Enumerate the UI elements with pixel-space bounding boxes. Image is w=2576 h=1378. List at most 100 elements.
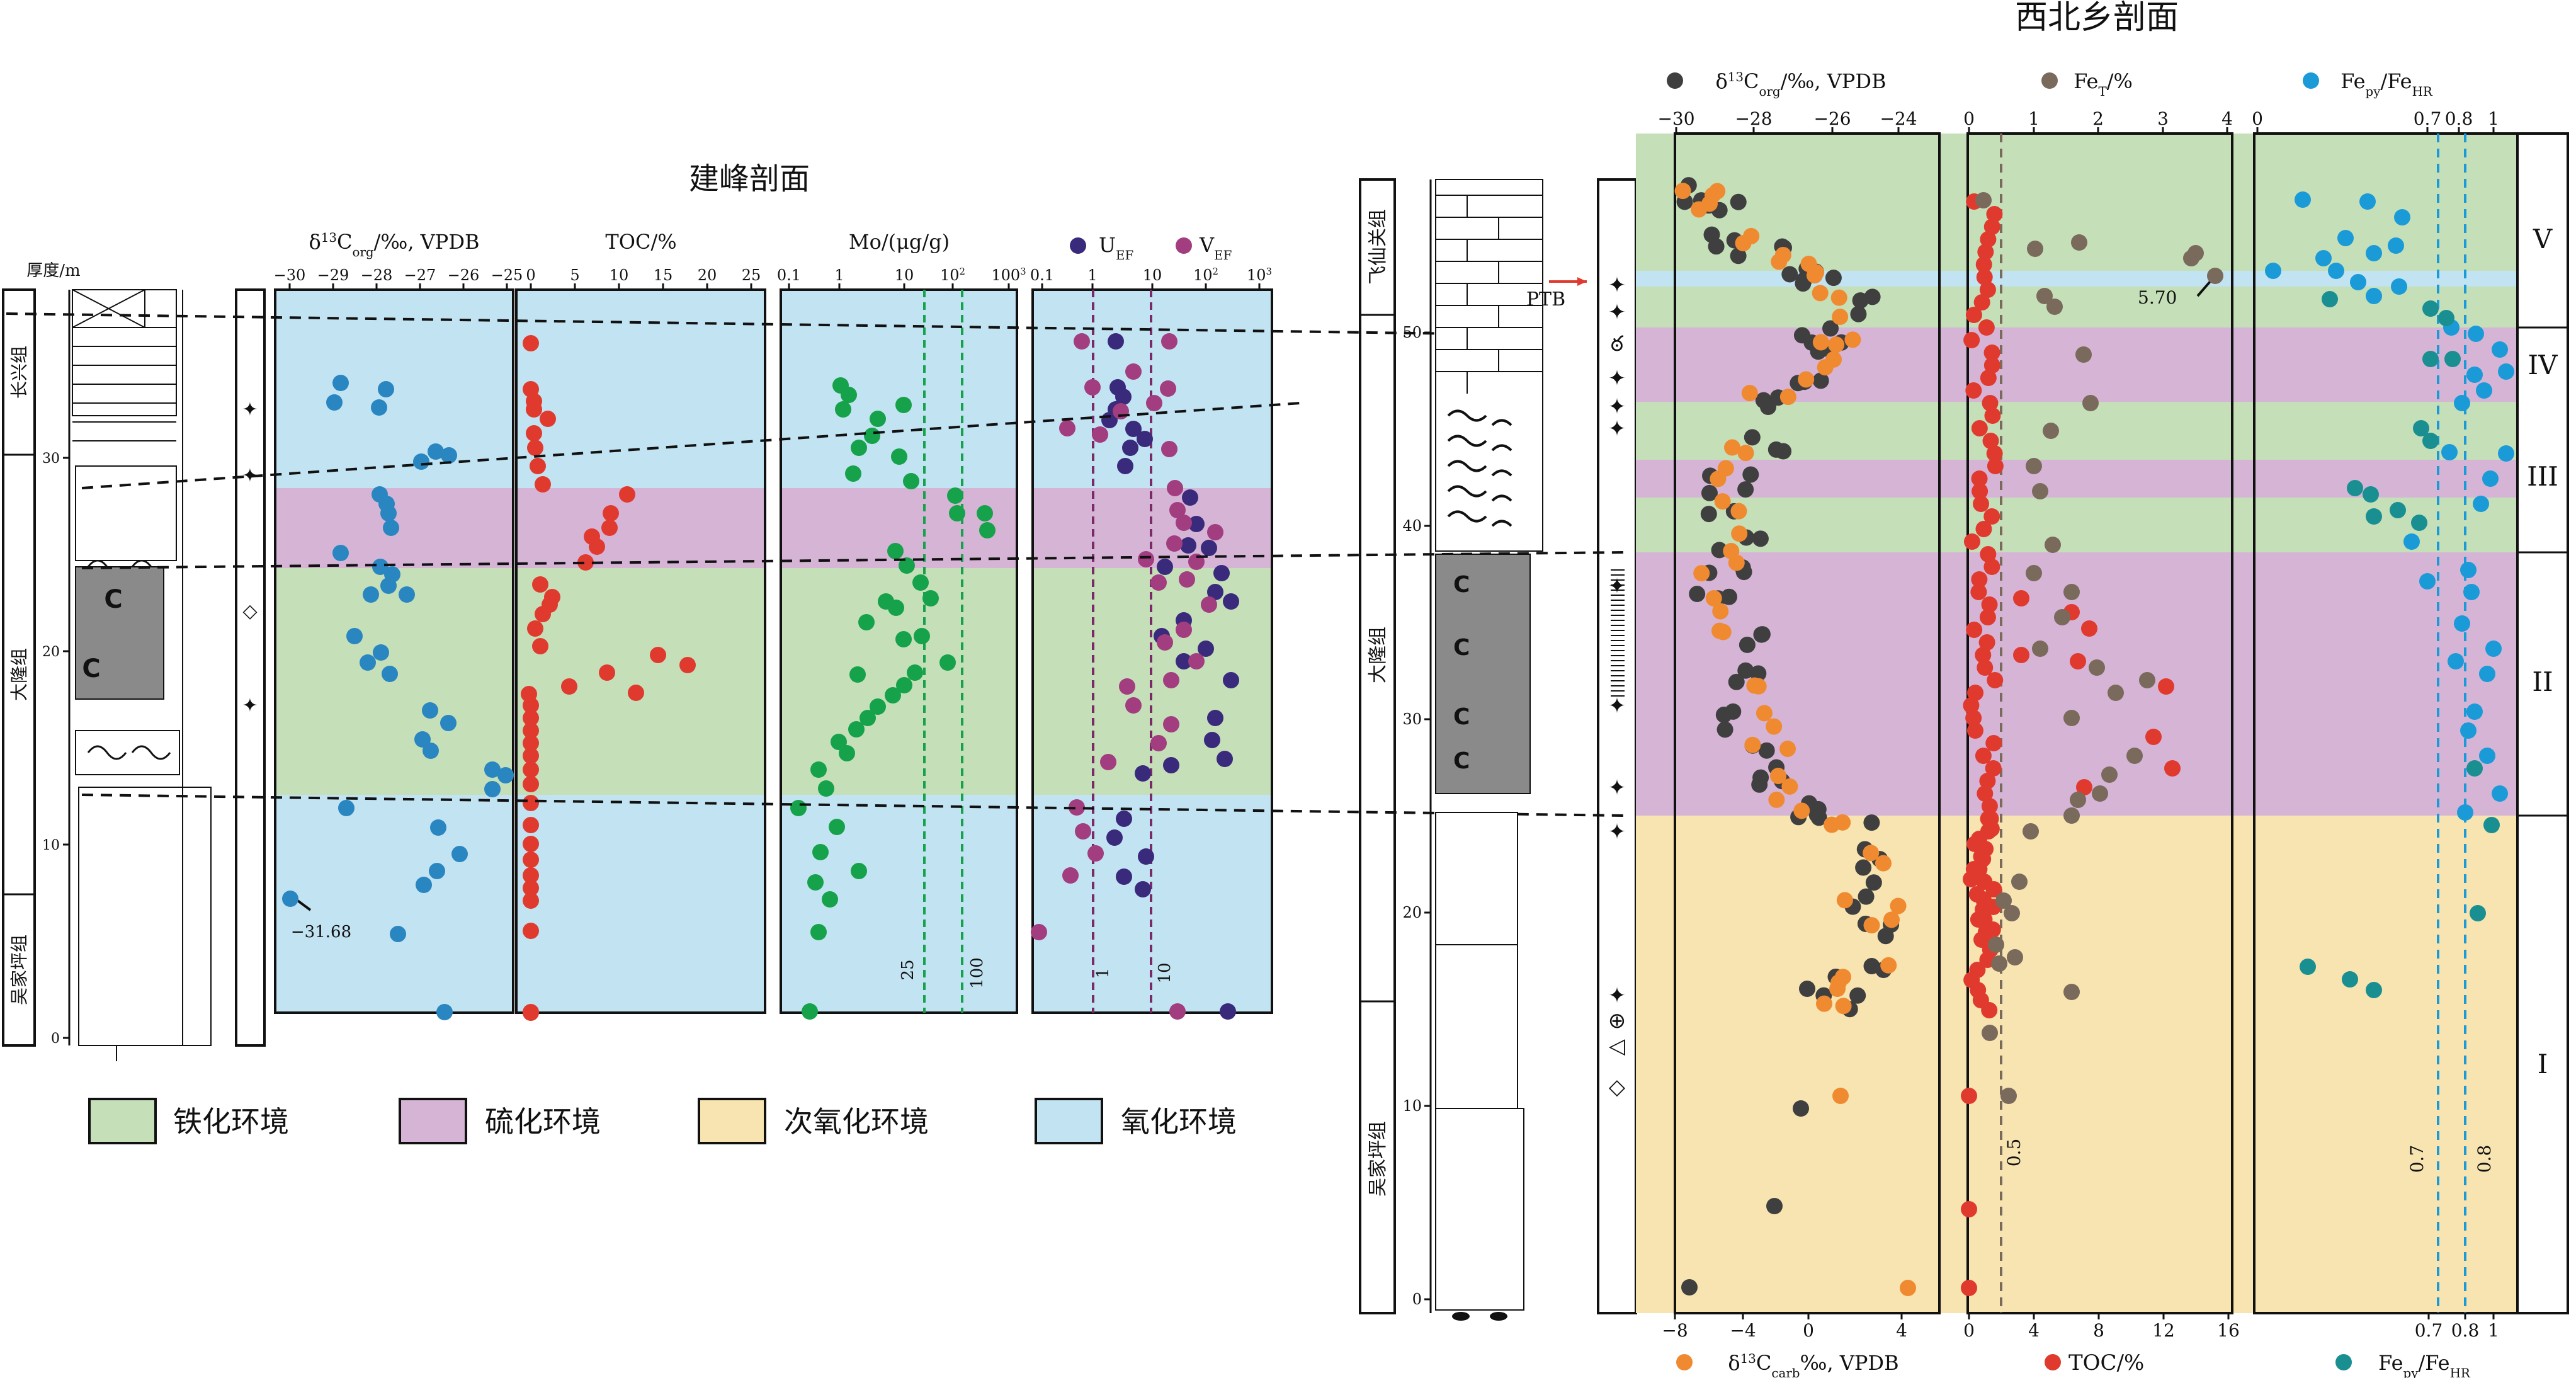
- xb-fet-point: [2070, 792, 2086, 808]
- jf-d13c-point: [326, 394, 343, 411]
- jf-p2-tick: 15: [654, 266, 673, 284]
- xb-fepy-point-alt: [2422, 351, 2439, 367]
- jf-toc-point: [526, 401, 542, 418]
- xb-fet-point: [2126, 748, 2143, 764]
- jf-toc-point: [523, 880, 539, 896]
- xb-fepy-point: [2454, 395, 2470, 411]
- xb-fepy-point: [2359, 193, 2376, 210]
- jf-d13c-point: [390, 926, 406, 942]
- xb-d13ccarb-point: [1875, 855, 1892, 872]
- jf-mo-point: [903, 473, 919, 489]
- xb-toc-point: [1975, 748, 1992, 764]
- xb-fepy-point: [2328, 263, 2344, 279]
- jf-p2-tick: 0: [526, 266, 535, 284]
- xb-depth-tick: 30: [1402, 710, 1422, 728]
- xb-fepy-point: [2366, 245, 2382, 261]
- jf-uef-point: [1108, 333, 1124, 350]
- jf-p1-annotation: −31.68: [291, 923, 351, 942]
- xb-p2-top-tick: 3: [2157, 108, 2169, 129]
- xb-fepy-point: [2350, 274, 2366, 290]
- xb-p1-top-tick: −26: [1813, 108, 1851, 129]
- jf-fossil-column: ✦ ✦ ◇ ✦: [235, 288, 266, 1047]
- xb-toc-point: [1965, 307, 1982, 323]
- xb-p3-top-tick: 1: [2488, 108, 2499, 129]
- jf-vef-point: [1169, 1003, 1186, 1020]
- xb-fepy-point-alt: [2300, 959, 2316, 975]
- xb-zone-label: III: [2527, 461, 2558, 492]
- xb-d13ccarb-point: [1779, 389, 1796, 406]
- jf-d13c-point: [363, 586, 379, 603]
- svg-text:1: 1: [834, 266, 844, 284]
- jianfeng-title: 建峰剖面: [689, 161, 810, 196]
- svg-text:FeT/%: FeT/%: [2074, 69, 2133, 99]
- xb-p3-bottom-tick: 1: [2488, 1320, 2499, 1341]
- xb-fepy-point: [2337, 230, 2354, 246]
- xb-d13corg-point: [1822, 320, 1839, 337]
- jf-vef-point: [1188, 653, 1205, 669]
- jf-vef-point: [1166, 535, 1183, 552]
- xb-d13ccarb-point: [1863, 845, 1880, 862]
- xb-fepy-point: [2473, 496, 2489, 512]
- svg-text:1: 1: [1094, 968, 1113, 979]
- xb-d13corg-point: [1725, 703, 1742, 720]
- jf-uef-point: [1135, 765, 1151, 782]
- xb-d13corg-point: [1852, 292, 1869, 309]
- xb-d13ccarb-point: [1779, 740, 1796, 757]
- jf-mo-point: [888, 600, 904, 616]
- xb-d13corg-point: [1865, 874, 1882, 891]
- jf-toc-point: [523, 335, 539, 351]
- jf-uef-point: [1223, 672, 1239, 688]
- xb-fepy-point-alt: [2363, 486, 2379, 503]
- jf-mo-point: [849, 666, 866, 683]
- xb-d13ccarb-point: [1674, 183, 1691, 200]
- xb-d13ccarb-point: [1835, 998, 1852, 1015]
- xb-d13corg-point: [1825, 270, 1842, 287]
- xb-fossil-column: ✦✦ఠ✦✦✦✦✦✦✦✦⊕◁◇: [1597, 178, 1637, 1314]
- xb-d13corg-point: [1737, 662, 1754, 679]
- jf-d13c-point: [380, 578, 397, 594]
- xb-d13ccarb-point: [1728, 554, 1745, 571]
- xb-fet-point: [2063, 984, 2080, 1000]
- jf-d13c-point: [338, 800, 355, 816]
- jf-toc-point: [523, 697, 539, 714]
- jf-uef-point: [1223, 593, 1239, 610]
- jf-d13c-point: [451, 846, 468, 862]
- xb-toc-point: [1978, 634, 1995, 651]
- xb-d13corg-point: [1730, 193, 1747, 210]
- xb-p2-bottom-tick: 4: [2028, 1320, 2040, 1341]
- svg-text:10: 10: [1143, 266, 1162, 284]
- svg-text:✦: ✦: [1608, 394, 1626, 419]
- xb-fet-point: [2023, 823, 2039, 840]
- xb-fet-point: [2054, 609, 2070, 625]
- jf-vef-point: [1176, 622, 1192, 638]
- legend-oxic: 氧化环境: [1035, 1098, 1237, 1144]
- legend-swatch-suboxic: [698, 1098, 766, 1144]
- svg-text:✦: ✦: [1608, 366, 1626, 391]
- jf-d13c-point: [399, 586, 415, 603]
- jf-mo-point: [899, 557, 915, 574]
- xb-fet-point: [2101, 766, 2118, 783]
- jf-vef-point: [1100, 754, 1116, 770]
- jf-p1-tick: −28: [361, 266, 393, 284]
- xb-fepy-point: [2448, 653, 2464, 669]
- xb-fepy-point: [2476, 382, 2492, 399]
- xb-p3-top-tick: 0: [2252, 108, 2263, 129]
- xb-d13ccarb-point: [1883, 911, 1900, 928]
- xb-depth-tick: 40: [1402, 517, 1422, 535]
- jf-mo-point: [860, 710, 876, 726]
- xb-toc-point: [1977, 785, 1994, 802]
- jf-mo-point: [895, 631, 912, 647]
- jf-toc-point: [523, 735, 539, 751]
- svg-text:0.1: 0.1: [777, 266, 801, 284]
- jf-mo-point: [914, 628, 930, 644]
- svg-text:0.8: 0.8: [2474, 1145, 2495, 1173]
- jf-toc-point: [532, 576, 548, 593]
- jf-toc-point: [577, 554, 594, 571]
- xb-fepy-point-alt: [2466, 760, 2483, 777]
- xb-d13ccarb-point: [1829, 981, 1846, 997]
- xb-p2-bottom-label: TOC/%: [2068, 1350, 2144, 1375]
- xb-d13ccarb-point: [1844, 331, 1861, 348]
- xb-fepy-point: [2388, 237, 2404, 254]
